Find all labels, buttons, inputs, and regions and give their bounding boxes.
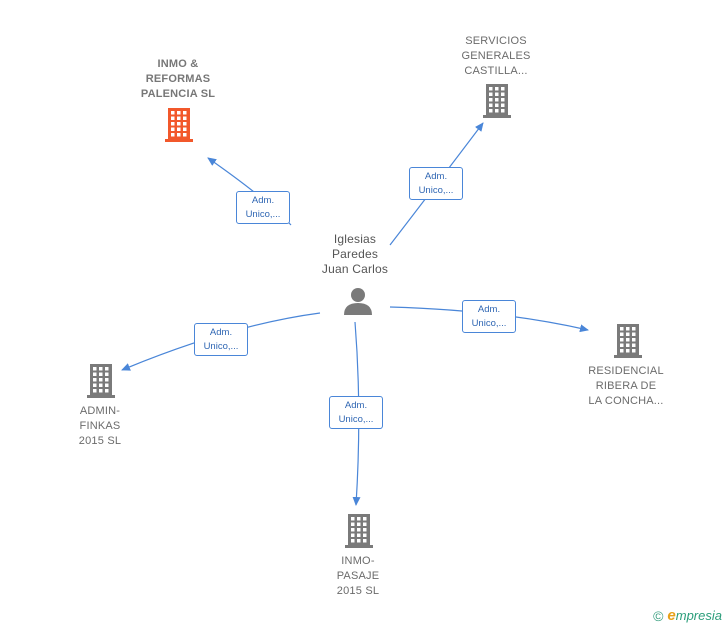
- company-name-inmo-pasaje[interactable]: INMO- PASAJE 2015 SL: [336, 555, 380, 597]
- company-name-inmo-reformas[interactable]: INMO & REFORMAS PALENCIA SL: [140, 58, 216, 100]
- company-name-servicios-generales[interactable]: SERVICIOS GENERALES CASTILLA...: [461, 35, 531, 77]
- relation-label-residencial-ribera[interactable]: Adm. Unico,...: [462, 300, 516, 333]
- person-name[interactable]: Iglesias Paredes Juan Carlos: [321, 232, 389, 276]
- company-name-admin-finkas[interactable]: ADMIN- FINKAS 2015 SL: [78, 405, 122, 447]
- relation-label-inmo-pasaje[interactable]: Adm. Unico,...: [329, 396, 383, 429]
- person-icon[interactable]: [344, 288, 372, 315]
- building-icon-inmo-reformas[interactable]: [165, 108, 193, 142]
- relation-label-admin-finkas[interactable]: Adm. Unico,...: [194, 323, 248, 356]
- brand-name: mpresia: [675, 608, 722, 623]
- brand-watermark: © empresia: [653, 607, 722, 624]
- building-icon-servicios-generales[interactable]: [483, 84, 511, 118]
- company-name-residencial-ribera[interactable]: RESIDENCIAL RIBERA DE LA CONCHA...: [588, 365, 664, 407]
- building-icon-admin-finkas[interactable]: [87, 364, 115, 398]
- relation-label-inmo-reformas[interactable]: Adm. Unico,...: [236, 191, 290, 224]
- building-icon-residencial-ribera[interactable]: [614, 324, 642, 358]
- copyright-icon: ©: [653, 607, 664, 624]
- building-icon-inmo-pasaje[interactable]: [345, 514, 373, 548]
- brand-initial: e: [667, 607, 676, 624]
- relation-label-servicios-generales[interactable]: Adm. Unico,...: [409, 167, 463, 200]
